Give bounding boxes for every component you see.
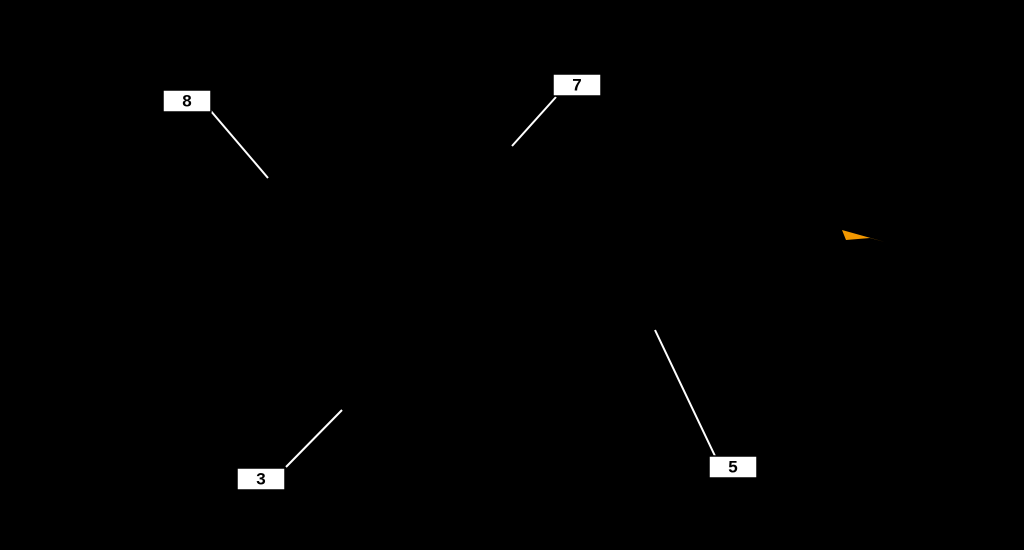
left-taillight [164,233,184,269]
rear-wheel [504,282,646,448]
callout-rear-wing: 8 [162,89,212,113]
exhaust-tips [138,370,327,418]
callout-number: 5 [728,458,737,477]
front-accent [842,230,885,242]
callout-side-skirt: 5 [708,455,758,479]
callout-number: 7 [572,76,581,95]
front-fender [839,231,951,361]
side-window [574,157,791,226]
side-mirror [789,200,824,247]
roof-spoiler [349,139,561,169]
callout-number: 3 [256,470,265,489]
leader-rear-diffuser [285,409,343,468]
rear-fender [434,215,653,359]
side-skirt [624,291,961,431]
right-taillight [329,225,486,271]
rear-wing [117,174,511,217]
leader-roof-spoiler [511,96,557,147]
callout-rear-diffuser: 3 [236,467,286,491]
callout-number: 8 [182,92,191,111]
rear-diffuser [129,337,481,441]
callout-roof-spoiler: 7 [552,73,602,97]
rear-window [199,147,562,216]
leader-side-skirt [654,329,716,457]
leader-rear-wing [209,109,269,179]
